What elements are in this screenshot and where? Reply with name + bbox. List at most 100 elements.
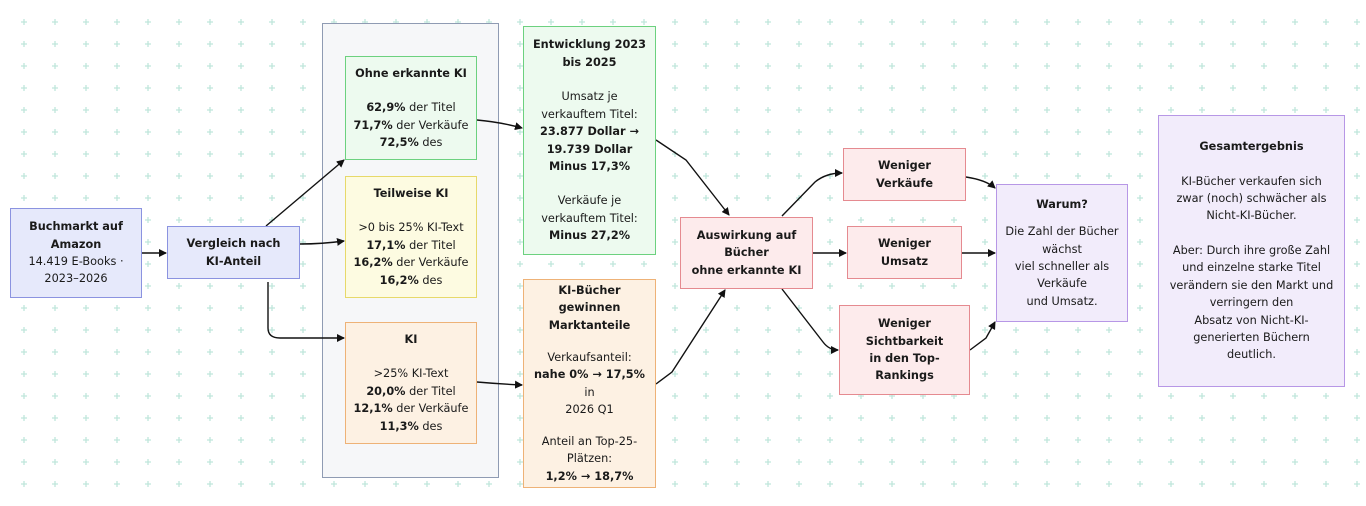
background-plus-mark xyxy=(52,151,58,157)
fewer-revenue-line-2: Umsatz xyxy=(880,254,929,268)
background-plus-mark xyxy=(176,327,182,333)
background-plus-mark xyxy=(982,151,988,157)
background-plus-mark xyxy=(207,63,213,69)
background-plus-mark xyxy=(858,19,864,25)
edge-fewer-sales-to-why xyxy=(965,176,996,189)
background-plus-mark xyxy=(176,217,182,223)
background-plus-mark xyxy=(517,437,523,443)
background-plus-mark xyxy=(145,239,151,245)
ai-share-top-label-1: Anteil an Top-25- xyxy=(541,434,638,448)
node-development-2023-2025: Entwicklung 2023 bis 2025 Umsatz je verk… xyxy=(523,26,656,255)
background-plus-mark xyxy=(114,459,120,465)
background-plus-mark xyxy=(1261,63,1267,69)
background-plus-mark xyxy=(238,63,244,69)
background-plus-mark xyxy=(796,327,802,333)
background-plus-mark xyxy=(920,217,926,223)
background-plus-mark xyxy=(176,305,182,311)
why-line-5: und Umsatz. xyxy=(1026,294,1098,308)
background-plus-mark xyxy=(1075,151,1081,157)
background-plus-mark xyxy=(703,19,709,25)
background-plus-mark xyxy=(1354,239,1360,245)
background-plus-mark xyxy=(1323,437,1329,443)
background-plus-mark xyxy=(1137,305,1143,311)
background-plus-mark xyxy=(145,173,151,179)
edge-compare-to-ai xyxy=(267,282,345,342)
background-plus-mark xyxy=(1292,19,1298,25)
background-plus-mark xyxy=(982,261,988,267)
node-ai-books-market-share: KI-Bücher gewinnen Marktanteile Verkaufs… xyxy=(523,279,656,488)
background-plus-mark xyxy=(145,349,151,355)
background-plus-mark xyxy=(1323,107,1329,113)
background-plus-mark xyxy=(83,371,89,377)
background-plus-mark xyxy=(114,371,120,377)
background-plus-mark xyxy=(1106,415,1112,421)
background-plus-mark xyxy=(1323,393,1329,399)
background-plus-mark xyxy=(889,129,895,135)
background-plus-mark xyxy=(796,85,802,91)
background-plus-mark xyxy=(83,173,89,179)
background-plus-mark xyxy=(83,305,89,311)
background-plus-mark xyxy=(1044,173,1050,179)
background-plus-mark xyxy=(796,19,802,25)
background-plus-mark xyxy=(269,481,275,487)
background-plus-mark xyxy=(52,459,58,465)
background-plus-mark xyxy=(176,195,182,201)
background-plus-mark xyxy=(1137,437,1143,443)
background-plus-mark xyxy=(982,239,988,245)
background-plus-mark xyxy=(703,173,709,179)
background-plus-mark xyxy=(703,41,709,47)
background-plus-mark xyxy=(1044,41,1050,47)
background-plus-mark xyxy=(83,437,89,443)
background-plus-mark xyxy=(1106,173,1112,179)
partial-ai-titles-value: 17,1% xyxy=(366,238,406,252)
background-plus-mark xyxy=(238,305,244,311)
background-plus-mark xyxy=(1137,173,1143,179)
development-revenue-label-1: Umsatz je xyxy=(561,90,618,104)
background-plus-mark xyxy=(1106,19,1112,25)
background-plus-mark xyxy=(982,217,988,223)
background-plus-mark xyxy=(765,415,771,421)
node-fewer-revenue: Weniger Umsatz xyxy=(847,226,962,279)
background-plus-mark xyxy=(1013,415,1019,421)
background-plus-mark xyxy=(269,305,275,311)
edge-impact-to-fewer-visibility xyxy=(781,288,839,354)
background-plus-mark xyxy=(827,107,833,113)
background-plus-mark xyxy=(238,129,244,135)
background-plus-mark xyxy=(672,459,678,465)
background-plus-mark xyxy=(703,107,709,113)
background-plus-mark xyxy=(176,437,182,443)
background-plus-mark xyxy=(1137,129,1143,135)
background-plus-mark xyxy=(1230,459,1236,465)
background-plus-mark xyxy=(269,19,275,25)
background-plus-mark xyxy=(300,151,306,157)
background-plus-mark xyxy=(1013,393,1019,399)
background-plus-mark xyxy=(517,173,523,179)
background-plus-mark xyxy=(1137,107,1143,113)
background-plus-mark xyxy=(1354,415,1360,421)
background-plus-mark xyxy=(1075,129,1081,135)
background-plus-mark xyxy=(114,327,120,333)
background-plus-mark xyxy=(796,481,802,487)
node-why: Warum? Die Zahl der Bücher wächst viel s… xyxy=(996,184,1128,322)
background-plus-mark xyxy=(920,415,926,421)
background-plus-mark xyxy=(83,349,89,355)
background-plus-mark xyxy=(579,19,585,25)
background-plus-mark xyxy=(52,437,58,443)
background-plus-mark xyxy=(1323,481,1329,487)
background-plus-mark xyxy=(238,327,244,333)
background-plus-mark xyxy=(734,151,740,157)
background-plus-mark xyxy=(734,129,740,135)
fewer-sales-line-1: Weniger xyxy=(878,159,931,173)
background-plus-mark xyxy=(1230,19,1236,25)
background-plus-mark xyxy=(1013,107,1019,113)
background-plus-mark xyxy=(703,305,709,311)
development-sales-label-1: Verkäufe je xyxy=(557,194,622,208)
background-plus-mark xyxy=(734,195,740,201)
background-plus-mark xyxy=(982,415,988,421)
background-plus-mark xyxy=(207,283,213,289)
background-plus-mark xyxy=(858,63,864,69)
result-title: Gesamtergebnis xyxy=(1199,140,1304,154)
development-title-2: bis 2025 xyxy=(562,55,617,69)
background-plus-mark xyxy=(1354,19,1360,25)
background-plus-mark xyxy=(734,173,740,179)
